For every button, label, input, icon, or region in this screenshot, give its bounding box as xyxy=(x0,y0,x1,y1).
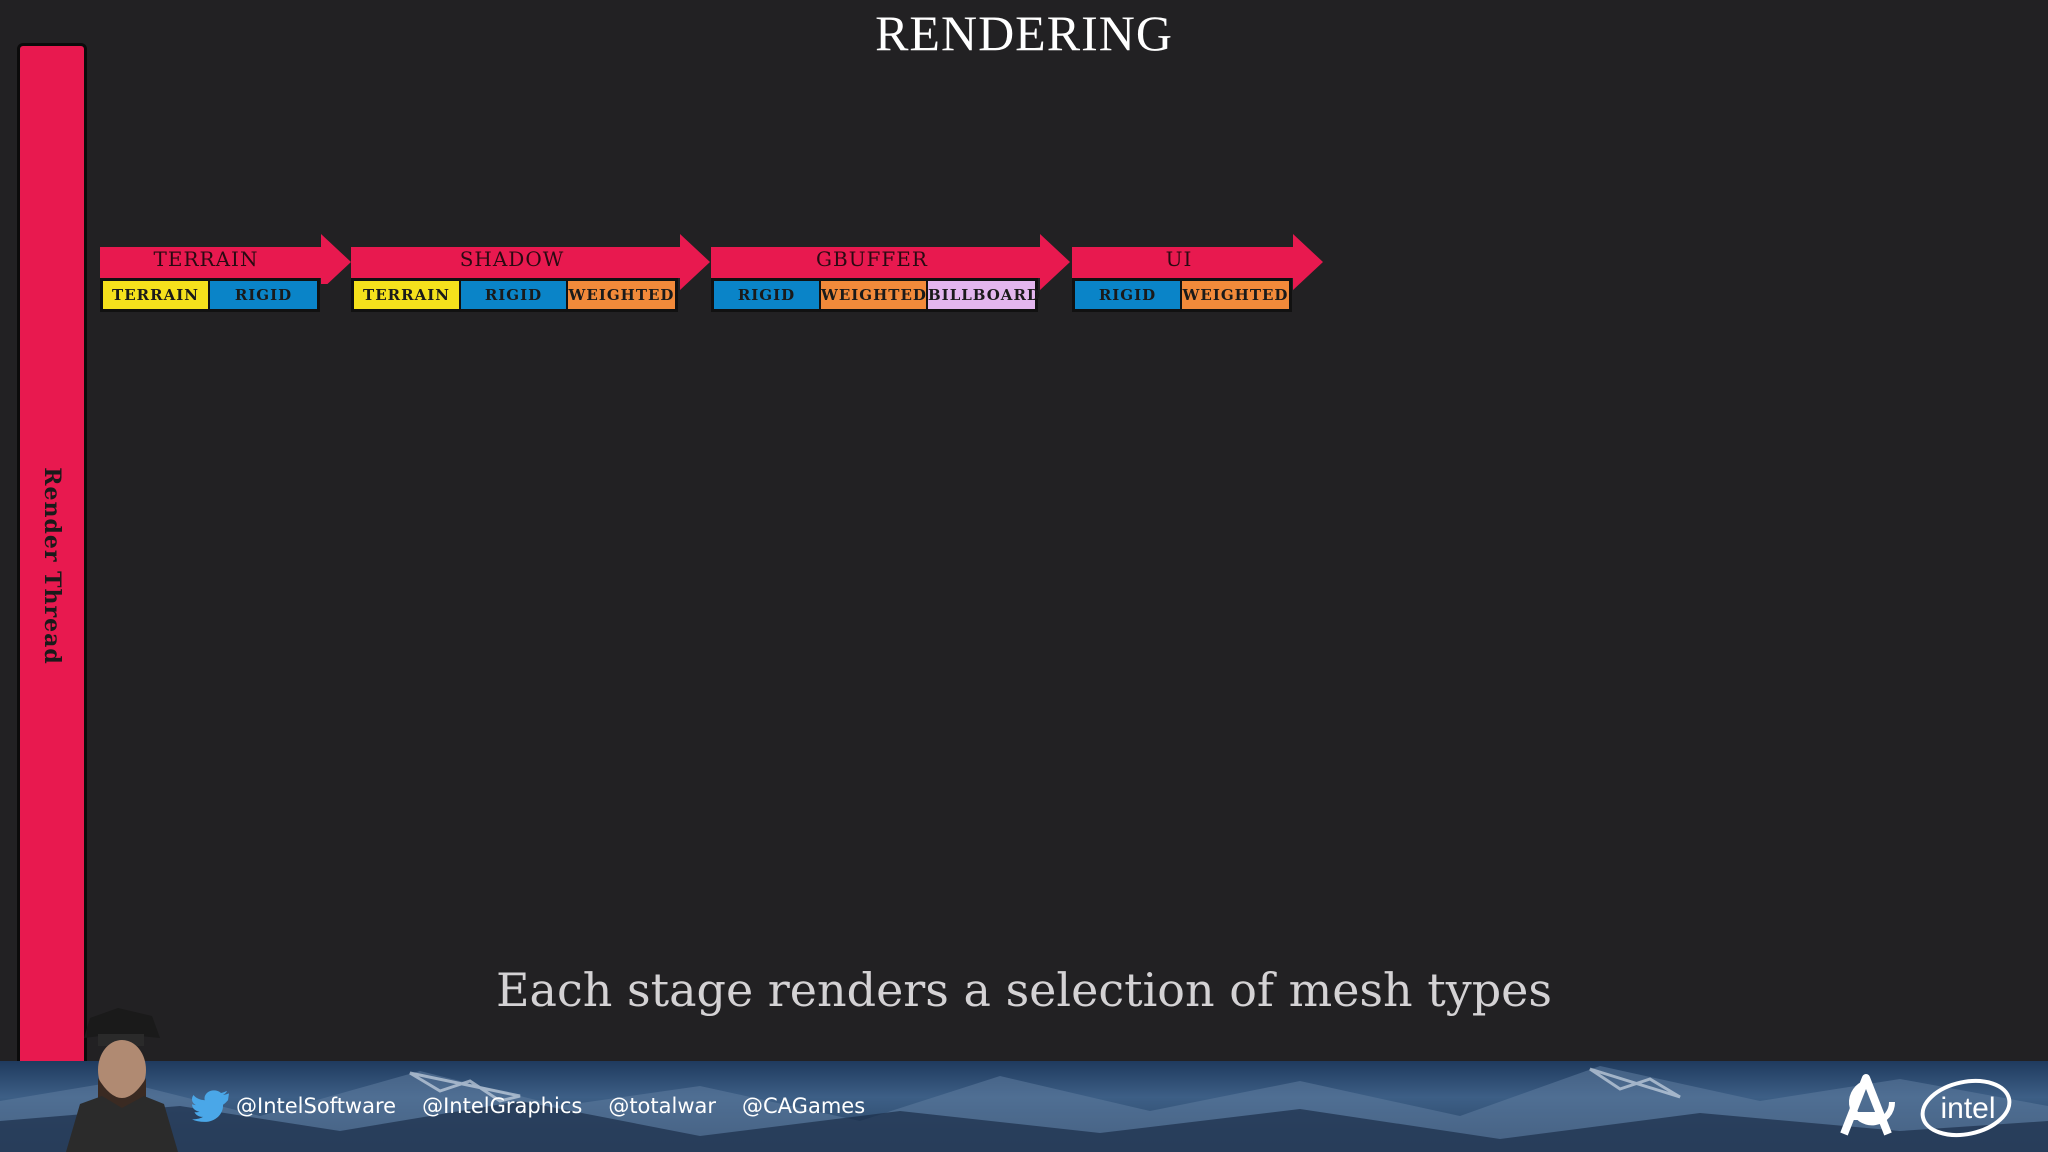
mesh-billboard: BILLBOARD xyxy=(928,281,1040,309)
intel-logo: intel xyxy=(1920,1078,2012,1138)
handle-cagames[interactable]: @CAGames xyxy=(742,1094,866,1118)
mesh-rigid: RIGID xyxy=(1075,281,1182,309)
mesh-list: TERRAIN RIGID xyxy=(100,278,320,312)
render-thread-label: Render Thread xyxy=(39,467,65,665)
handle-intelgraphics[interactable]: @IntelGraphics xyxy=(422,1094,583,1118)
intel-logo-text: intel xyxy=(1940,1092,1995,1125)
mountains-background xyxy=(0,1066,2048,1152)
handle-intelsoftware[interactable]: @IntelSoftware xyxy=(236,1094,397,1118)
mesh-rigid: RIGID xyxy=(210,281,317,309)
character-portrait xyxy=(66,1008,178,1152)
slide-caption: Each stage renders a selection of mesh t… xyxy=(495,963,1553,1017)
mesh-weighted: WEIGHTED xyxy=(1182,281,1289,309)
render-thread-bar xyxy=(17,43,87,1073)
mesh-terrain: TERRAIN xyxy=(103,281,210,309)
stage-arrow xyxy=(351,234,710,290)
stage-arrow xyxy=(1072,234,1323,290)
stage-arrow xyxy=(711,234,1070,290)
mesh-weighted: WEIGHTED xyxy=(821,281,928,309)
mesh-rigid: RIGID xyxy=(461,281,568,309)
creative-assembly-logo xyxy=(1840,1074,1896,1136)
footer-banner xyxy=(0,1061,2048,1152)
mesh-list: RIGID WEIGHTED xyxy=(1072,278,1292,312)
slide-title: RENDERING xyxy=(875,5,1173,61)
mesh-list: TERRAIN RIGID WEIGHTED xyxy=(351,278,678,312)
mesh-weighted: WEIGHTED xyxy=(568,281,675,309)
mesh-rigid: RIGID xyxy=(714,281,821,309)
stage-label: SHADOW xyxy=(459,247,565,271)
stage-label: GBUFFER xyxy=(816,247,928,271)
handle-totalwar[interactable]: @totalwar xyxy=(608,1094,717,1118)
social-handles: @IntelSoftware @IntelGraphics @totalwar … xyxy=(192,1090,891,1122)
mesh-list: RIGID WEIGHTED BILLBOARD xyxy=(711,278,1040,312)
mesh-terrain: TERRAIN xyxy=(354,281,461,309)
stage-label: TERRAIN xyxy=(153,247,259,271)
stage-label: UI xyxy=(1165,247,1193,271)
twitter-icon xyxy=(192,1090,229,1122)
stage-arrow xyxy=(100,234,351,284)
